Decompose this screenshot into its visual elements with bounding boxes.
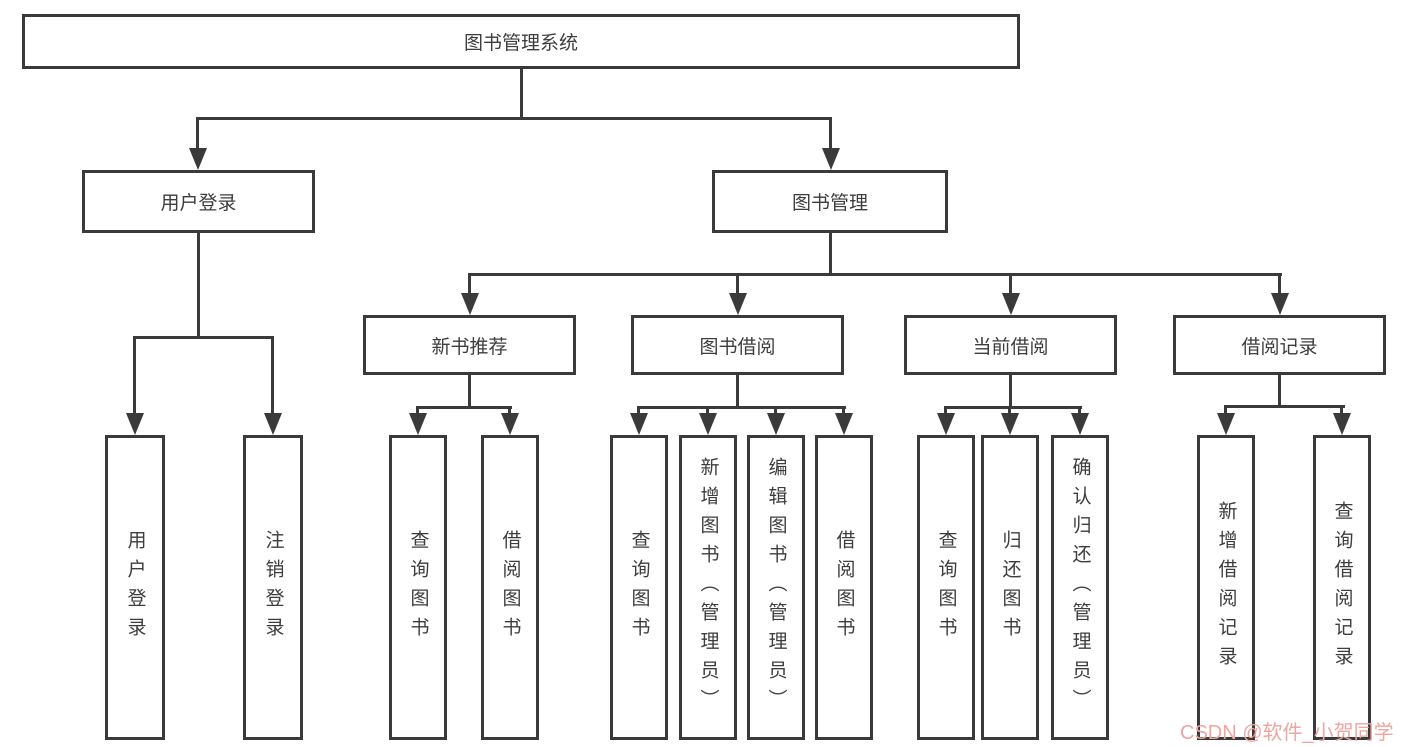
arrow-down-icon — [835, 413, 853, 435]
node-book-borrow: 图书借阅 — [631, 315, 844, 375]
connector-userlogin-bar — [133, 336, 274, 339]
arrow-down-icon — [189, 148, 207, 170]
arrow-down-icon — [501, 413, 519, 435]
leaf-bb-add-book-label: 新增图书（管理员） — [697, 457, 719, 718]
arrow-down-icon — [461, 293, 479, 315]
arrow-down-icon — [1071, 413, 1089, 435]
connector-bookmgmt-stem — [829, 233, 832, 273]
leaf-bb-borrow-book-label: 借阅图书 — [833, 529, 855, 646]
connector-root-arm-right — [829, 117, 832, 150]
connector-userlogin-arm1 — [133, 336, 136, 413]
node-borrow-record-label: 借阅记录 — [1241, 336, 1318, 358]
arrow-down-icon — [409, 413, 427, 435]
arrow-down-icon — [1001, 413, 1019, 435]
node-root-label: 图书管理系统 — [463, 33, 578, 54]
arrow-down-icon — [1002, 293, 1020, 315]
connector-bookmgmt-arm4 — [1278, 273, 1281, 295]
connector-nb-bar — [416, 406, 512, 409]
connector-nb-stem — [468, 375, 471, 406]
connector-cb-arm1 — [944, 406, 947, 414]
connector-nb-arm1 — [416, 406, 419, 414]
leaf-br-add-record-label: 新增借阅记录 — [1215, 500, 1237, 675]
leaf-bb-borrow-book: 借阅图书 — [815, 435, 873, 740]
leaf-nb-query-book: 查询图书 — [389, 435, 447, 740]
connector-br-arm1 — [1224, 405, 1227, 414]
arrow-down-icon — [630, 413, 648, 435]
leaf-logout: 注销登录 — [243, 435, 303, 740]
arrow-down-icon — [822, 148, 840, 170]
leaf-nb-borrow-book-label: 借阅图书 — [499, 529, 521, 646]
node-root: 图书管理系统 — [22, 14, 1020, 69]
connector-bb-stem — [736, 375, 739, 406]
connector-br-arm2 — [1340, 405, 1343, 414]
leaf-br-query-record-label: 查询借阅记录 — [1331, 500, 1353, 675]
connector-bb-arm1 — [637, 406, 640, 414]
connector-root-bar — [196, 117, 832, 120]
node-new-book-recommend: 新书推荐 — [363, 315, 576, 375]
leaf-cb-confirm-return-label: 确认归还（管理员） — [1069, 457, 1091, 718]
arrow-down-icon — [126, 413, 144, 435]
arrow-down-icon — [767, 413, 785, 435]
connector-cb-arm2 — [1008, 406, 1011, 414]
connector-userlogin-stem — [197, 233, 200, 336]
connector-bb-arm3 — [774, 406, 777, 414]
node-book-borrow-label: 图书借阅 — [699, 336, 776, 358]
connector-root-arm-left — [196, 117, 199, 150]
connector-bookmgmt-arm3 — [1009, 273, 1012, 295]
arrow-down-icon — [937, 413, 955, 435]
watermark: CSDN @软件_小贺同学 — [1180, 722, 1394, 744]
node-user-login-label: 用户登录 — [160, 193, 237, 214]
arrow-down-icon — [1217, 413, 1235, 435]
leaf-logout-label: 注销登录 — [262, 529, 284, 646]
leaf-cb-return-book-label: 归还图书 — [999, 529, 1021, 646]
leaf-bb-edit-book: 编辑图书（管理员） — [747, 435, 805, 740]
arrow-down-icon — [1271, 293, 1289, 315]
node-current-borrow: 当前借阅 — [904, 315, 1117, 375]
node-book-management: 图书管理 — [712, 170, 948, 233]
leaf-bb-query-book: 查询图书 — [610, 435, 668, 740]
arrow-down-icon — [729, 293, 747, 315]
leaf-br-add-record: 新增借阅记录 — [1197, 435, 1255, 740]
connector-br-stem — [1278, 375, 1281, 405]
leaf-bb-add-book: 新增图书（管理员） — [679, 435, 737, 740]
node-user-login: 用户登录 — [82, 170, 315, 233]
connector-bb-bar — [637, 406, 846, 409]
leaf-cb-return-book: 归还图书 — [981, 435, 1039, 740]
connector-br-bar — [1224, 405, 1345, 408]
connector-userlogin-arm2 — [271, 336, 274, 413]
leaf-bb-edit-book-label: 编辑图书（管理员） — [765, 457, 787, 718]
connector-root-stem — [520, 69, 523, 117]
leaf-nb-borrow-book: 借阅图书 — [481, 435, 539, 740]
leaf-user-login-label: 用户登录 — [124, 529, 146, 646]
connector-bookmgmt-arm2 — [736, 273, 739, 295]
leaf-cb-query-book-label: 查询图书 — [935, 529, 957, 646]
leaf-cb-query-book: 查询图书 — [917, 435, 975, 740]
leaf-cb-confirm-return: 确认归还（管理员） — [1051, 435, 1109, 740]
arrow-down-icon — [264, 413, 282, 435]
arrow-down-icon — [699, 413, 717, 435]
connector-bb-arm4 — [842, 406, 845, 414]
connector-bookmgmt-bar — [468, 273, 1282, 276]
node-new-book-recommend-label: 新书推荐 — [431, 336, 508, 358]
node-current-borrow-label: 当前借阅 — [972, 336, 1049, 358]
connector-nb-arm2 — [508, 406, 511, 414]
connector-cb-arm3 — [1078, 406, 1081, 414]
node-borrow-record: 借阅记录 — [1173, 315, 1386, 375]
connector-cb-bar — [944, 406, 1082, 409]
connector-cb-stem — [1009, 375, 1012, 406]
node-book-management-label: 图书管理 — [791, 193, 868, 214]
leaf-bb-query-book-label: 查询图书 — [628, 529, 650, 646]
connector-bookmgmt-arm1 — [468, 273, 471, 295]
connector-bb-arm2 — [706, 406, 709, 414]
leaf-user-login: 用户登录 — [105, 435, 165, 740]
arrow-down-icon — [1333, 413, 1351, 435]
leaf-br-query-record: 查询借阅记录 — [1313, 435, 1371, 740]
leaf-nb-query-book-label: 查询图书 — [407, 529, 429, 646]
